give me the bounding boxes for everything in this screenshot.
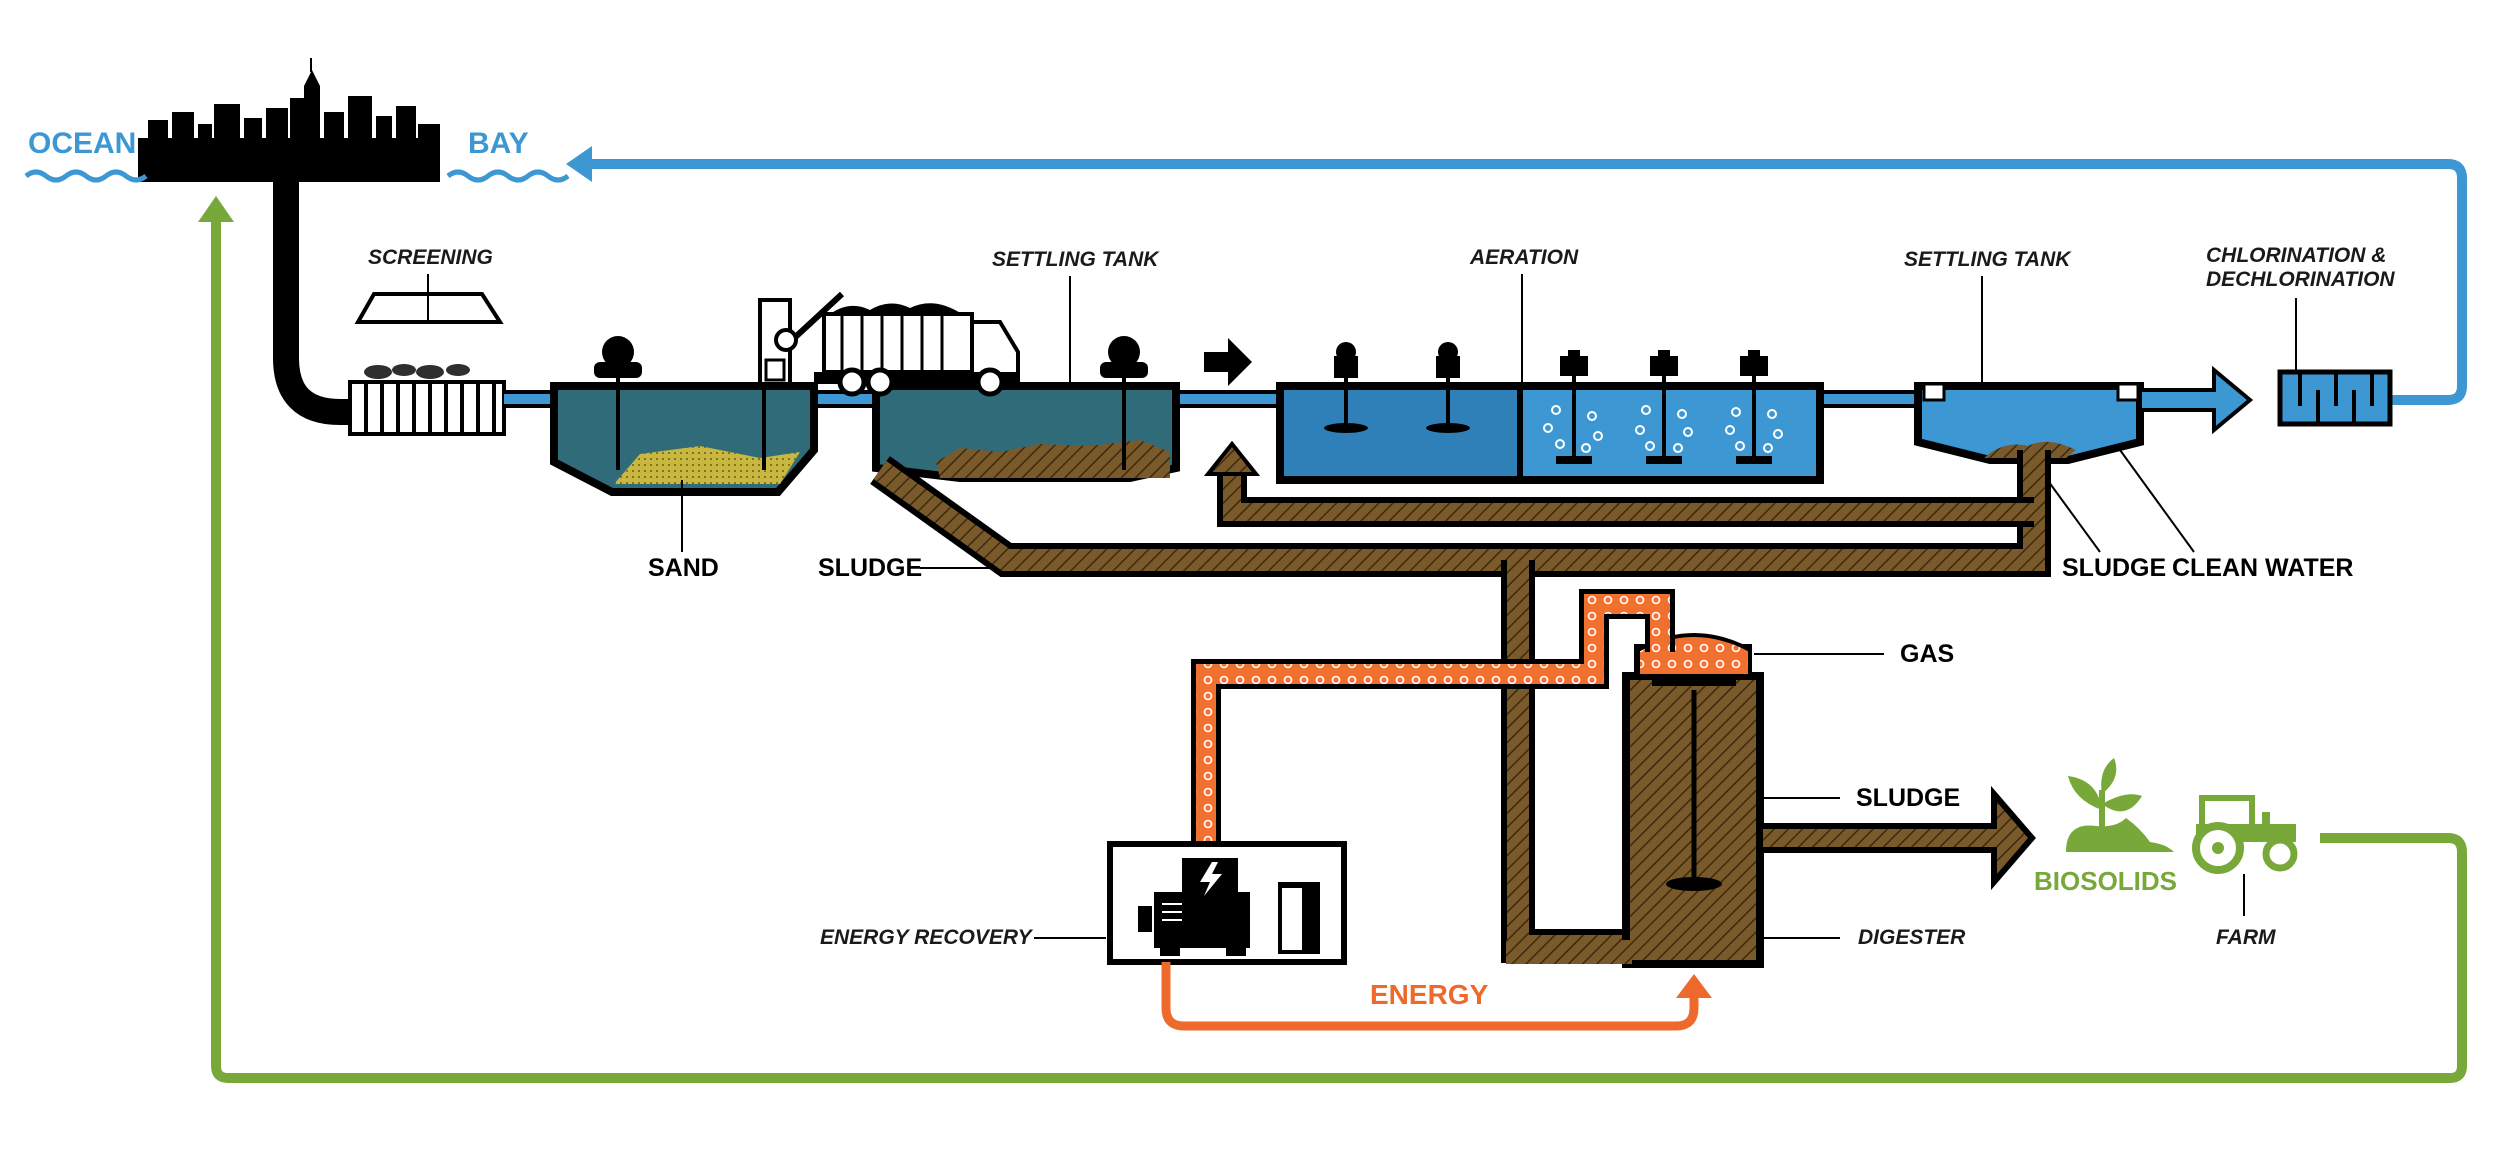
clean-water-label: CLEAN WATER [2172, 554, 2353, 582]
ocean-label: OCEAN [28, 127, 136, 160]
chlorination-label-line2: DECHLORINATION [2206, 268, 2395, 291]
grit-skimmer [594, 336, 642, 378]
sludge-primary-label: SLUDGE [818, 554, 922, 582]
primary-skimmer [1100, 336, 1148, 378]
flow-arrow-right [1204, 338, 1252, 386]
sludge-digester-label: SLUDGE [1856, 784, 1960, 812]
secondary-settling-tank [1914, 382, 2144, 464]
sludge-pipes [870, 450, 2051, 963]
energy-line [1161, 962, 1699, 1031]
energy-label: ENERGY [1370, 979, 1489, 1010]
green-arrow-up [198, 196, 234, 222]
digester-label: DIGESTER [1858, 926, 1966, 949]
lightning-icon [1200, 862, 1222, 896]
diffused-aerators [1543, 350, 1783, 464]
blue-arrow-left [566, 146, 592, 182]
bay-label: BAY [468, 127, 529, 160]
aeration-label: AERATION [1469, 246, 1579, 269]
secondary-sludge-bed [1984, 441, 2076, 458]
chlorination-label-line1: CHLORINATION & [2206, 244, 2386, 267]
sludge-outflow-arrow [1757, 785, 2036, 891]
gas-label: GAS [1900, 640, 1954, 668]
city-skyline-icon [138, 58, 440, 182]
sewer-pipe [273, 182, 350, 425]
gas-pipe [1191, 589, 1675, 842]
sand-label: SAND [648, 554, 719, 582]
biosolids-return-line [211, 212, 2467, 1083]
sand-deposit [614, 446, 800, 484]
mechanical-aerators [1324, 342, 1470, 433]
dump-truck-icon [758, 291, 1020, 397]
plant-sprout-icon [2066, 758, 2174, 852]
settling-tank-2-label: SETTLING TANK [1904, 248, 2072, 271]
biosolids-label: BIOSOLIDS [2034, 866, 2177, 896]
clean-water-outlet-arrow [2138, 365, 2254, 435]
energy-recovery-label: ENERGY RECOVERY [820, 926, 1034, 949]
clean-water-return-line [584, 159, 2467, 405]
farm-label: FARM [2216, 926, 2276, 949]
ocean-waves [24, 169, 148, 183]
tractor-icon [2192, 795, 2298, 874]
chlorination-unit [2277, 369, 2393, 427]
generator-icon [1107, 841, 1347, 965]
energy-arrow-up [1676, 974, 1712, 998]
digester [1506, 644, 1764, 968]
bay-waves [446, 169, 570, 183]
settling-tank-1-label: SETTLING TANK [992, 248, 1160, 271]
sludge-secondary-label: SLUDGE [2062, 554, 2166, 582]
return-sludge-arrow [1203, 440, 1261, 476]
primary-sludge-bed [936, 440, 1170, 478]
screening-label: SCREENING [368, 246, 493, 269]
